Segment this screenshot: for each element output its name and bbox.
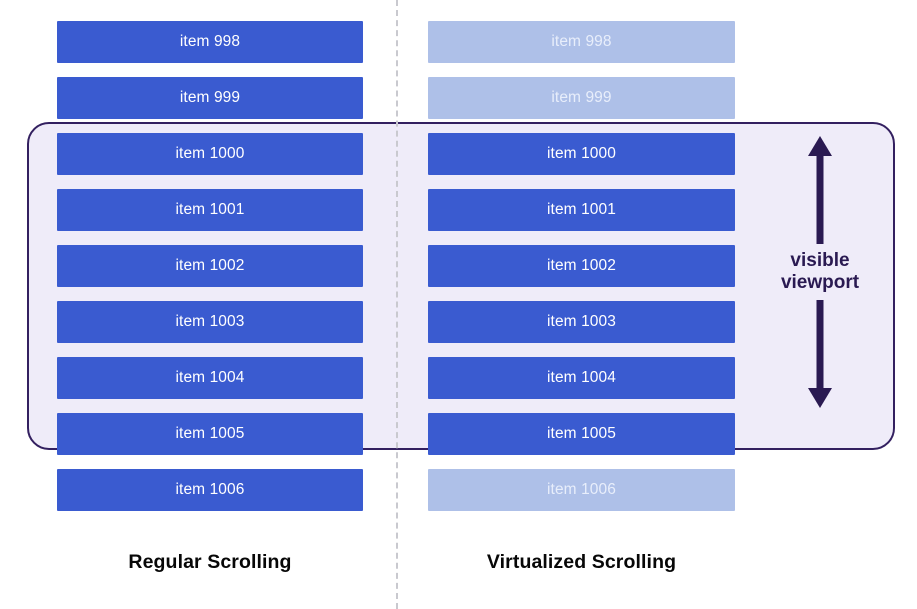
viewport-annotation: visible viewport (755, 136, 885, 436)
column-divider (396, 0, 398, 609)
list-item[interactable]: item 999 (57, 77, 363, 119)
list-item[interactable]: item 1001 (428, 189, 735, 231)
arrow-up-icon (808, 136, 832, 244)
visible-viewport-label: visible viewport (780, 250, 860, 294)
arrow-down-icon (808, 300, 832, 409)
list-item[interactable]: item 1005 (57, 413, 363, 455)
list-item[interactable]: item 1001 (57, 189, 363, 231)
list-item[interactable]: item 1000 (57, 133, 363, 175)
list-item[interactable]: item 1004 (428, 357, 735, 399)
list-item[interactable]: item 1006 (428, 469, 735, 511)
caption-virtualized-scrolling: Virtualized Scrolling (486, 551, 677, 573)
list-item[interactable]: item 1003 (57, 301, 363, 343)
caption-regular-scrolling: Regular Scrolling (128, 551, 292, 573)
list-item[interactable]: item 1004 (57, 357, 363, 399)
column-regular-scrolling: item 998 item 999 item 1000 item 1001 item 1… (57, 0, 363, 609)
list-item[interactable]: item 999 (428, 77, 735, 119)
list-item[interactable]: item 998 (428, 21, 735, 63)
list-item[interactable]: item 998 (57, 21, 363, 63)
list-item[interactable]: item 1006 (57, 469, 363, 511)
list-item[interactable]: item 1002 (57, 245, 363, 287)
list-item[interactable]: item 1000 (428, 133, 735, 175)
list-item[interactable]: item 1005 (428, 413, 735, 455)
column-virtualized-scrolling: item 998 item 999 item 1000 item 1001 item 1… (428, 0, 735, 609)
list-item[interactable]: item 1002 (428, 245, 735, 287)
list-item[interactable]: item 1003 (428, 301, 735, 343)
